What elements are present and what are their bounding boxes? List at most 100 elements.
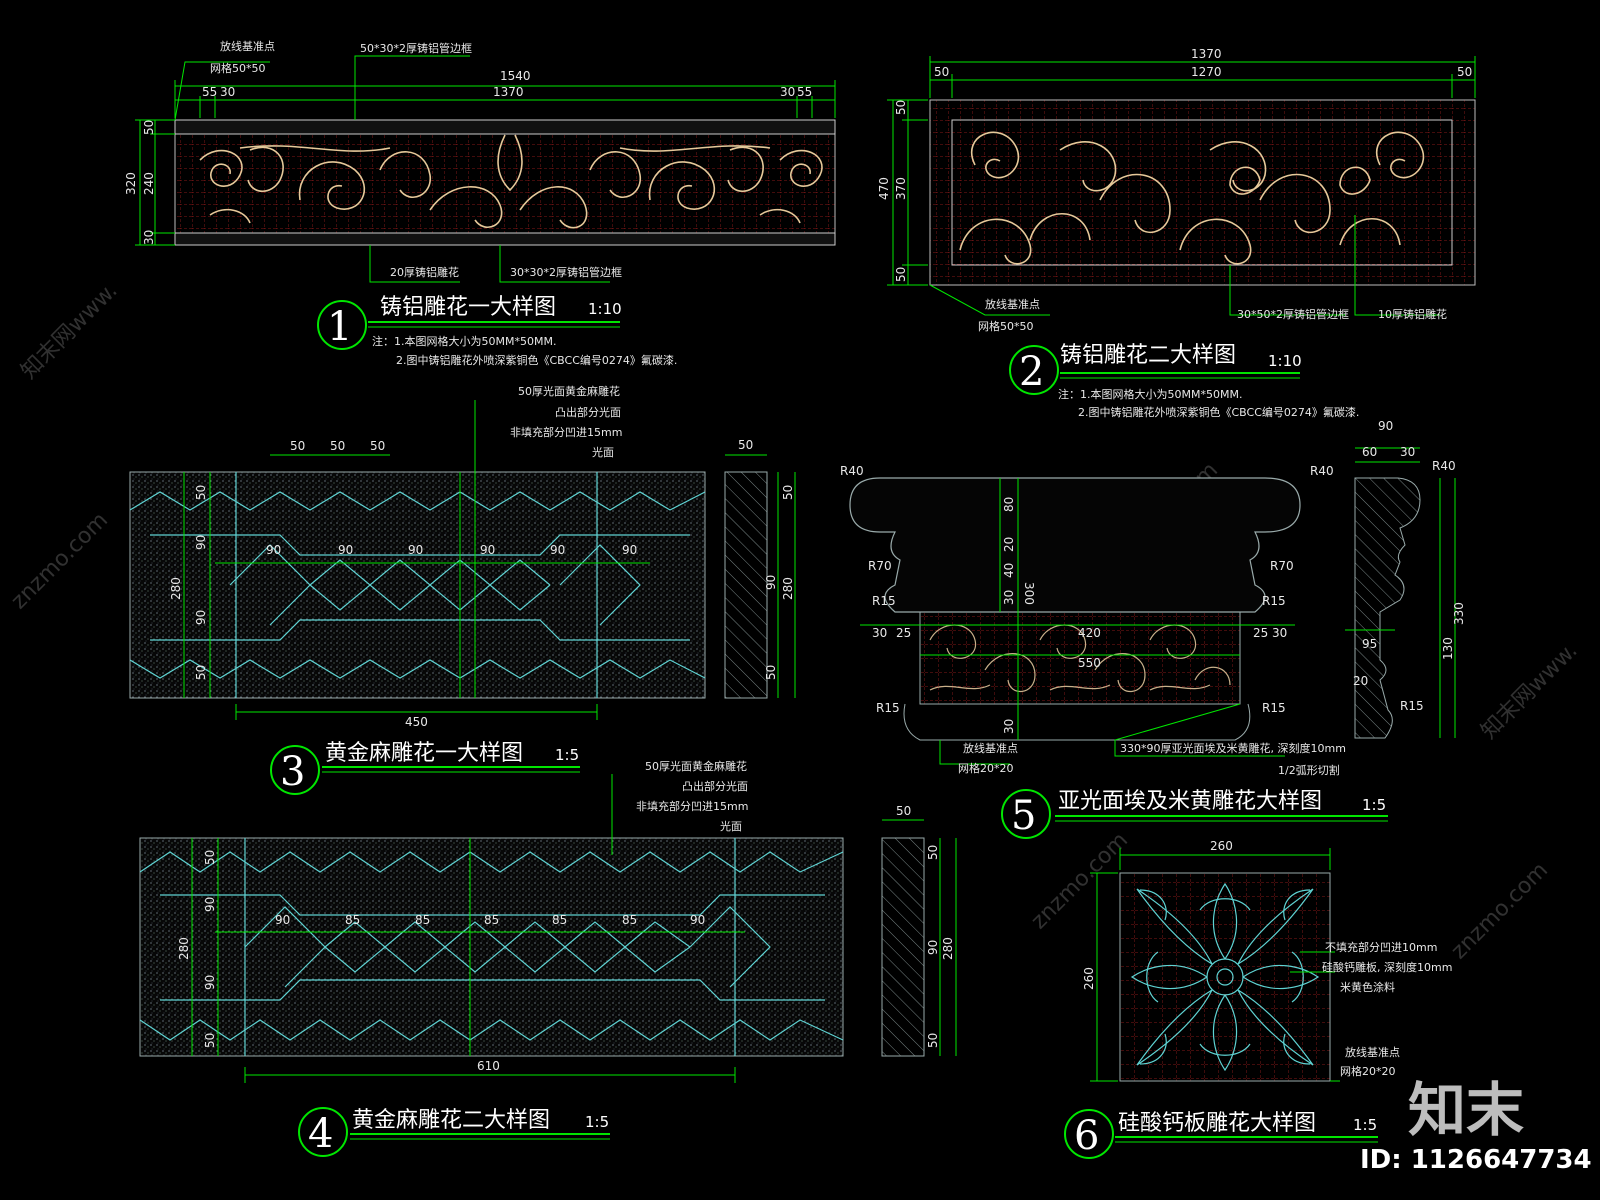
detail-6: 260 260 不填充部分凹进10mm 硅酸钙雕板, 深刻度10mm 米黄色涂料… xyxy=(1064,839,1452,1159)
label-ref-point: 放线基准点 xyxy=(985,297,1040,311)
label-recess: 不填充部分凹进10mm xyxy=(1325,940,1437,954)
image-id-label: ID: 1126647734 xyxy=(1360,1145,1592,1175)
detail-6-ornament xyxy=(1130,882,1320,1072)
dim-height: 280 xyxy=(177,937,191,960)
detail-2-dimensions xyxy=(887,56,1476,316)
dim-section: 50 xyxy=(781,485,795,500)
dim-h3: 30 xyxy=(142,230,156,245)
dim-right-d: 55 xyxy=(797,85,812,99)
dim-side-130: 130 xyxy=(1441,637,1455,660)
detail-1-bottom-frame xyxy=(174,232,836,246)
label-carving: 330*90厚亚光面埃及米黄雕花, 深刻度10mm xyxy=(1120,741,1346,755)
detail-3-pattern xyxy=(129,472,706,698)
dim-r15-right: R15 xyxy=(1262,594,1286,608)
dim-height: 280 xyxy=(169,577,183,600)
watermark-text: znzmo.com xyxy=(1027,828,1133,934)
detail-6-number-circle xyxy=(1064,1109,1114,1159)
dim-span: 85 xyxy=(345,913,360,927)
detail-2-title: 铸铝雕花二大样图 xyxy=(1060,343,1236,368)
dim-side-r15: R15 xyxy=(1400,699,1424,713)
dim-vert: 50 xyxy=(203,1033,217,1048)
detail-1-ornament xyxy=(199,134,823,229)
dim-span: 85 xyxy=(415,913,430,927)
dim-span: 90 xyxy=(338,543,353,557)
detail-2-number: 2 xyxy=(1019,349,1044,395)
dim-h3: 50 xyxy=(894,267,908,282)
dim-side-25-right: 25 xyxy=(1253,626,1268,640)
dim-right-c: 30 xyxy=(780,85,795,99)
dim-span: 90 xyxy=(408,543,423,557)
detail-6-scale: 1:5 xyxy=(1353,1116,1377,1134)
dim-side-95: 95 xyxy=(1362,637,1377,651)
label-raised: 凸出部分光面 xyxy=(682,779,748,793)
dim-w420: 420 xyxy=(1078,626,1101,640)
dim-r40-left: R40 xyxy=(840,464,864,478)
watermark-text: znzmo.com xyxy=(7,508,113,614)
dim-section-height: 280 xyxy=(781,577,795,600)
detail-4-pattern xyxy=(139,838,844,1056)
label-material: 50厚光面黄金麻雕花 xyxy=(645,759,747,773)
detail-1-scale: 1:10 xyxy=(588,300,622,318)
watermark-text: znzmo.com xyxy=(1447,858,1553,964)
dim-inner-width: 1370 xyxy=(493,85,524,99)
detail-5-title: 亚光面埃及米黄雕花大样图 xyxy=(1058,789,1322,814)
label-ref-point: 放线基准点 xyxy=(220,39,275,53)
dim-vert: 50 xyxy=(203,850,217,865)
detail-1-note-1: 注：1.本图网格大小为50MM*50MM. xyxy=(372,334,556,348)
label-grid: 网格20*20 xyxy=(1340,1064,1396,1078)
detail-4-panel xyxy=(139,837,844,1057)
dim-vert: 90 xyxy=(194,610,208,625)
detail-5-capital-outline xyxy=(849,477,1301,613)
dim-span: 90 xyxy=(275,913,290,927)
detail-1-top-frame xyxy=(174,119,836,135)
label-frame: 30*50*2厚铸铝管边框 xyxy=(1237,307,1349,321)
dim-top-2: 50 xyxy=(330,439,345,453)
label-ref-point: 放线基准点 xyxy=(963,741,1018,755)
dim-side-90: 90 xyxy=(1378,419,1393,433)
label-grid: 网格50*50 xyxy=(978,319,1034,333)
label-carving: 10厚铸铝雕花 xyxy=(1378,307,1447,321)
label-material: 50厚光面黄金麻雕花 xyxy=(518,384,620,398)
detail-3-number: 3 xyxy=(280,749,305,795)
dim-side-30-right: 30 xyxy=(1272,626,1287,640)
label-recess: 非填充部分凹进15mm xyxy=(636,799,748,813)
label-raised: 凸出部分光面 xyxy=(555,405,621,419)
label-grid: 网格50*50 xyxy=(210,61,266,75)
dim-span: 90 xyxy=(266,543,281,557)
label-polish: 光面 xyxy=(592,445,614,459)
label-frame-top: 50*30*2厚铸铝管边框 xyxy=(360,41,472,55)
dim-span: 90 xyxy=(622,543,637,557)
dim-vert: 50 xyxy=(194,665,208,680)
dim-section: 90 xyxy=(926,940,940,955)
dim-width: 610 xyxy=(477,1059,500,1073)
dim-total-width: 1370 xyxy=(1191,47,1222,61)
label-carving: 20厚铸铝雕花 xyxy=(390,265,459,279)
label-ref-point: 放线基准点 xyxy=(1345,1045,1400,1059)
detail-4: 610 90 85 85 85 85 85 90 50 280 50 90 90… xyxy=(139,759,957,1157)
detail-5-base xyxy=(903,703,1251,741)
detail-5-side-profile xyxy=(1354,477,1421,739)
dim-height: 470 xyxy=(877,177,891,200)
dim-width: 260 xyxy=(1210,839,1233,853)
dim-side-30: 30 xyxy=(872,626,887,640)
detail-3-section xyxy=(724,471,768,699)
dim-total-width: 1540 xyxy=(500,69,531,83)
dim-section: 50 xyxy=(926,1033,940,1048)
dim-section-height: 280 xyxy=(941,937,955,960)
dim-width: 450 xyxy=(405,715,428,729)
detail-3-panel xyxy=(129,471,706,699)
detail-4-dimensions xyxy=(191,774,957,1083)
dim-vert: 90 xyxy=(203,897,217,912)
detail-3-scale: 1:5 xyxy=(555,746,579,764)
detail-3: 450 50 50 50 90 90 90 90 90 90 50 280 50… xyxy=(129,384,796,795)
dim-side-25: 25 xyxy=(896,626,911,640)
dim-height: 320 xyxy=(124,172,138,195)
detail-4-title: 黄金麻雕花二大样图 xyxy=(352,1108,550,1133)
dim-inner-width: 1270 xyxy=(1191,65,1222,79)
dim-v30: 30 xyxy=(1002,590,1016,605)
watermark-text: 知末网www. xyxy=(17,278,123,384)
detail-2: 1370 1270 50 50 470 50 370 50 放线基准点 网格50… xyxy=(877,47,1476,419)
dim-v80: 80 xyxy=(1002,497,1016,512)
dim-vert: 90 xyxy=(203,975,217,990)
